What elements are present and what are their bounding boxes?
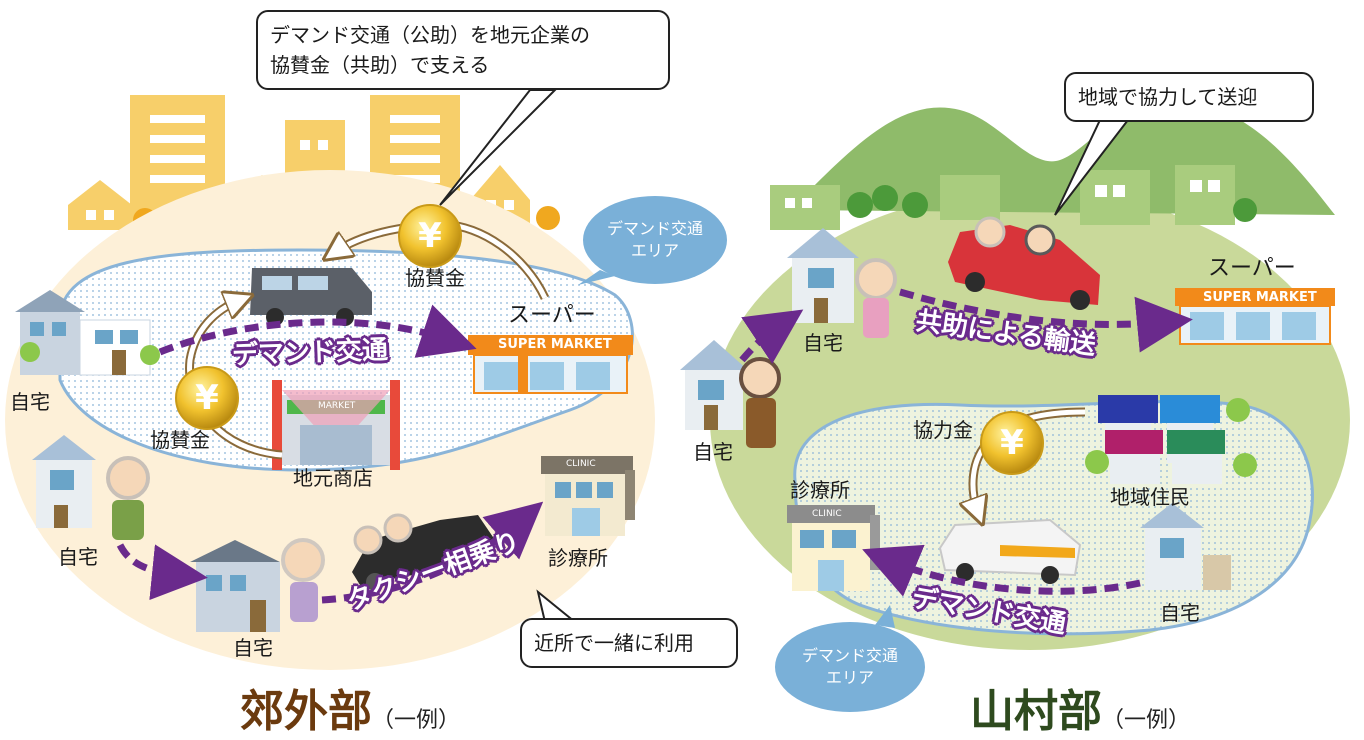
- house-right-2: [680, 340, 748, 430]
- house-right-1: [787, 228, 859, 323]
- elderly-people-left: [106, 456, 413, 622]
- clinic-sign-right: CLINIC: [812, 509, 842, 519]
- home-label-right-3: 自宅: [1160, 601, 1200, 625]
- local-shop: [272, 380, 400, 470]
- route-arrow-demand-right: [862, 544, 1141, 597]
- elderly-people-right: [739, 216, 1056, 448]
- resident-houses: [1085, 395, 1257, 484]
- clinic-label-right: 診療所: [790, 478, 850, 502]
- callout-ride-together: 近所で一緒に利用: [520, 618, 738, 668]
- yen-symbol-top: ¥: [418, 216, 442, 256]
- local-shop-sign: MARKET: [318, 401, 356, 411]
- route-arrow-demand-left: [158, 304, 477, 358]
- supermarket-right: [1175, 288, 1335, 345]
- house-left-3: [190, 540, 280, 632]
- example-mountain: （一例）: [1102, 708, 1191, 733]
- route-arrow-home-up: [739, 309, 804, 364]
- village-windows: [785, 180, 1220, 208]
- callout-sponsor-support: デマンド交通（公助）を地元企業の 協賛金（共助）で支える: [256, 10, 670, 90]
- clinic-left: [541, 456, 635, 536]
- house-left-1: [15, 290, 160, 376]
- coop-label: 協力金: [913, 418, 973, 442]
- home-label-left-2: 自宅: [58, 545, 98, 569]
- residents-label: 地域住民: [1110, 485, 1190, 509]
- area-bubble-right: [775, 622, 925, 712]
- village-houses-bg: [770, 165, 1235, 230]
- route-arrow-taxi: [321, 501, 544, 604]
- mountain-panel: [680, 99, 1350, 712]
- route-arrow-mutual: [899, 288, 1193, 353]
- demand-van: [250, 268, 372, 326]
- supermarket-sign-left: SUPER MARKET: [498, 337, 612, 352]
- demand-van-right: [938, 518, 1082, 584]
- clinic-sign-left: CLINIC: [566, 459, 596, 469]
- yen-coin-top: [398, 204, 462, 268]
- yen-symbol-left: ¥: [195, 378, 219, 418]
- supermarket-label-left: スーパー: [508, 303, 596, 328]
- title-mountain: 山村部: [970, 686, 1102, 737]
- sponsor-label-top: 協賛金: [405, 266, 465, 290]
- home-label-left-1: 自宅: [10, 390, 50, 414]
- home-label-right-2: 自宅: [693, 440, 733, 464]
- clinic-right: [787, 505, 880, 591]
- callout-community-ride: 地域で協力して送迎: [1064, 72, 1314, 122]
- sponsor-label-left: 協賛金: [150, 428, 210, 452]
- title-suburban: 郊外部: [240, 686, 372, 737]
- suburban-panel: [5, 89, 727, 670]
- example-suburban: （一例）: [372, 708, 461, 733]
- area-bubble-left: [583, 196, 727, 284]
- yen-coin-right: [980, 411, 1044, 475]
- yen-symbol-right: ¥: [1000, 423, 1024, 463]
- supermarket-left: [468, 335, 633, 394]
- home-label-right-1: 自宅: [803, 331, 843, 355]
- supermarket-label-right: スーパー: [1208, 256, 1296, 281]
- supermarket-sign-right: SUPER MARKET: [1203, 290, 1317, 305]
- clinic-label-left: 診療所: [548, 546, 608, 570]
- village-trees: [847, 185, 1257, 222]
- yen-coin-left: [175, 366, 239, 430]
- local-shop-label: 地元商店: [293, 466, 373, 490]
- route-arrow-home-to-home: [116, 543, 208, 601]
- area-bubble-label-right: デマンド交通 エリア: [801, 646, 898, 687]
- house-right-3: [1140, 503, 1231, 590]
- area-bubble-label-left: デマンド交通 エリア: [606, 219, 703, 260]
- route-label-demand-left: デマンド交通: [231, 335, 389, 371]
- house-left-2: [32, 435, 96, 528]
- home-label-left-3: 自宅: [233, 636, 273, 660]
